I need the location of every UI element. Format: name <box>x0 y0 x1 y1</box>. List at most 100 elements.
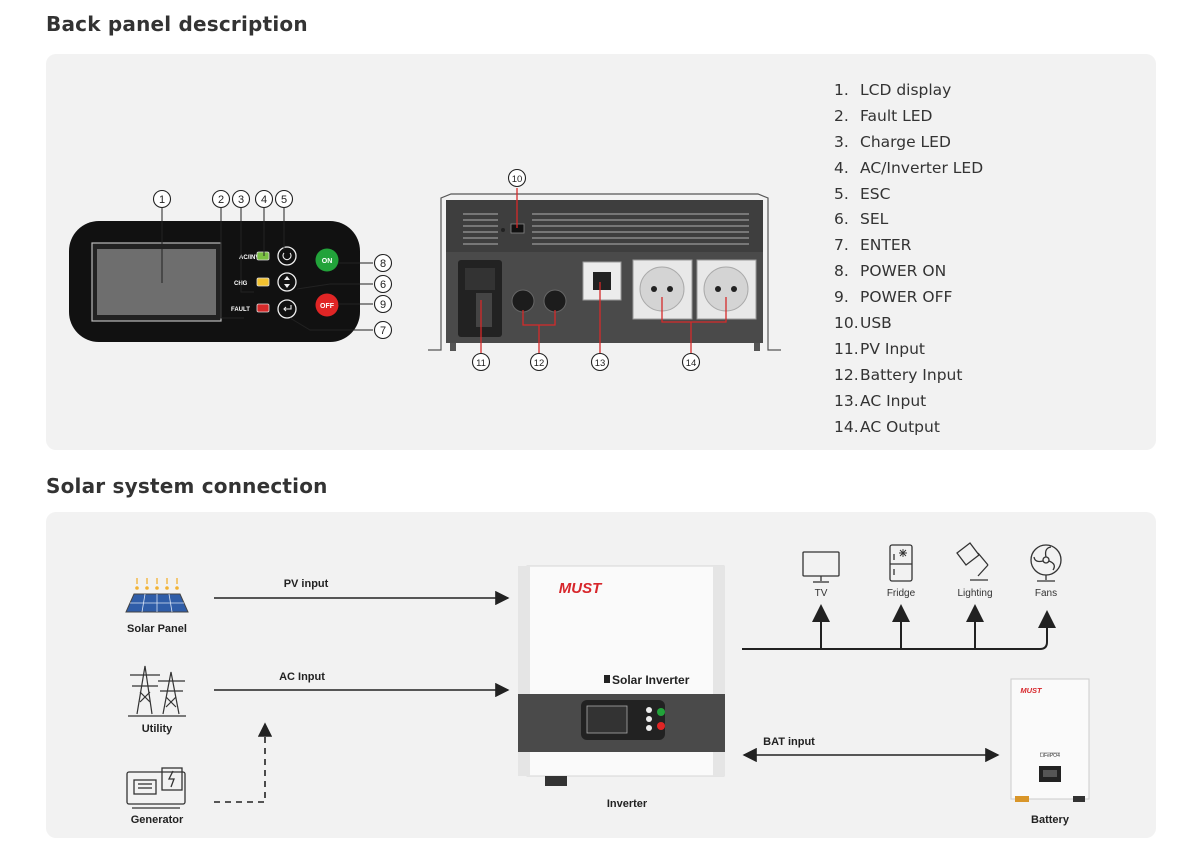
rear-chassis <box>428 193 781 351</box>
legend-item-number: 9. <box>834 288 849 307</box>
svg-text:9: 9 <box>380 299 386 311</box>
callout-6: 6 <box>373 274 393 294</box>
load-label-fridge: Fridge <box>887 588 916 599</box>
legend-item-number: 5. <box>834 184 849 203</box>
svg-text:5: 5 <box>281 194 287 206</box>
fan-icon <box>1030 544 1062 582</box>
legend-item-number: 11. <box>834 339 859 358</box>
legend-item-number: 7. <box>834 236 849 255</box>
led-label-acinv: AC/INV <box>239 255 259 261</box>
legend-item-number: 2. <box>834 106 849 125</box>
callout-2: 2 <box>211 189 231 209</box>
output-bus <box>742 610 1056 650</box>
load-label-tv: TV <box>815 588 828 599</box>
legend-item-label: AC Output <box>860 417 940 436</box>
back-panel-diagram: AC/INV CHG FAULT ON OFF <box>69 168 781 372</box>
solar-panel-icon <box>125 578 189 613</box>
legend-item-label: ENTER <box>860 236 912 255</box>
utility-label: Utility <box>142 723 173 735</box>
svg-text:13: 13 <box>595 358 606 369</box>
callout-1: 1 <box>152 189 172 209</box>
callout-3: 3 <box>231 189 251 209</box>
legend-item: 13.AC Input <box>834 389 983 415</box>
fridge-icon <box>889 544 913 582</box>
generator-label: Generator <box>131 814 184 826</box>
legend-item-label: AC Input <box>860 391 927 410</box>
ac-input-socket[interactable] <box>582 261 622 301</box>
tv-icon <box>802 551 840 583</box>
svg-text:2: 2 <box>218 194 224 206</box>
battery-unit <box>1010 678 1090 802</box>
callout-14: 14 <box>681 352 701 372</box>
callout-12: 12 <box>529 352 549 372</box>
legend-item: 1. LCD display <box>834 78 983 104</box>
inverter-unit <box>518 565 725 786</box>
svg-text:8: 8 <box>380 258 386 270</box>
legend-item-number: 13. <box>834 391 859 410</box>
legend-item: 2. Fault LED <box>834 104 983 130</box>
bat-input-label: BAT input <box>763 736 815 748</box>
legend-item: 14.AC Output <box>834 415 983 441</box>
legend-item-label: LCD display <box>860 81 952 99</box>
legend-item: 5. ESC <box>834 182 983 208</box>
legend-item: 12.Battery Input <box>834 363 983 389</box>
legend-item: 6. SEL <box>834 207 983 233</box>
legend-item-label: Fault LED <box>860 106 933 125</box>
legend-item-label: Battery Input <box>860 365 963 384</box>
callout-9: 9 <box>373 294 393 314</box>
legend-item-number: 12. <box>834 365 859 384</box>
svg-text:12: 12 <box>534 358 545 369</box>
svg-text:10: 10 <box>512 174 523 185</box>
callout-8: 8 <box>373 253 393 273</box>
esc-button[interactable] <box>277 246 297 266</box>
legend-item: 3. Charge LED <box>834 130 983 156</box>
svg-text:14: 14 <box>686 358 697 369</box>
pv-input-label: PV input <box>284 578 329 590</box>
legend-item-number: 4. <box>834 158 849 177</box>
legend-item-label: ESC <box>860 184 891 203</box>
legend-item-number: 3. <box>834 132 849 151</box>
back-panel-heading: Back panel description <box>46 12 308 36</box>
legend-item-label: Charge LED <box>860 132 951 151</box>
legend-item-number: 10. <box>834 314 859 333</box>
callout-10: 10 <box>507 168 527 188</box>
power-on-label: ON <box>322 258 333 265</box>
legend-item-label: PV Input <box>860 339 926 358</box>
legend-item-label: POWER OFF <box>860 288 953 307</box>
svg-text:1: 1 <box>159 194 165 206</box>
lamp-icon <box>956 542 989 581</box>
legend-item-label: USB <box>860 314 892 333</box>
svg-text:3: 3 <box>238 194 244 206</box>
legend-item-number: 1. <box>834 81 849 99</box>
inverter-logo-icon <box>604 675 610 683</box>
power-off-button[interactable] <box>315 293 339 317</box>
legend-item: 4.AC/Inverter LED <box>834 156 983 182</box>
callout-4: 4 <box>254 189 274 209</box>
inverter-label: Inverter <box>607 798 648 810</box>
acinv-led <box>256 251 270 261</box>
callout-7: 7 <box>373 320 393 340</box>
legend-item-label: SEL <box>860 210 889 229</box>
callout-5: 5 <box>274 189 294 209</box>
legend-item-label: POWER ON <box>860 262 947 281</box>
power-on-button[interactable] <box>315 248 339 272</box>
battery-chem: LiFePO4 <box>1040 753 1060 759</box>
solar-connection-heading: Solar system connection <box>46 474 328 498</box>
utility-tower-icon <box>128 665 186 717</box>
lcd-screen <box>97 249 216 315</box>
svg-text:7: 7 <box>380 325 386 337</box>
legend-item-number: 6. <box>834 210 849 229</box>
power-off-label: OFF <box>320 303 335 310</box>
led-label-fault: FAULT <box>231 307 250 313</box>
inverter-brand: MUST <box>559 580 603 597</box>
inverter-model: Solar Inverter <box>612 673 690 687</box>
load-label-lighting: Lighting <box>957 588 992 599</box>
callout-11: 11 <box>471 352 491 372</box>
svg-text:4: 4 <box>261 194 267 206</box>
control-panel: AC/INV CHG FAULT ON OFF <box>69 221 360 342</box>
sel-button[interactable] <box>277 272 297 292</box>
generator-icon <box>126 767 186 809</box>
battery-label: Battery <box>1031 814 1070 826</box>
